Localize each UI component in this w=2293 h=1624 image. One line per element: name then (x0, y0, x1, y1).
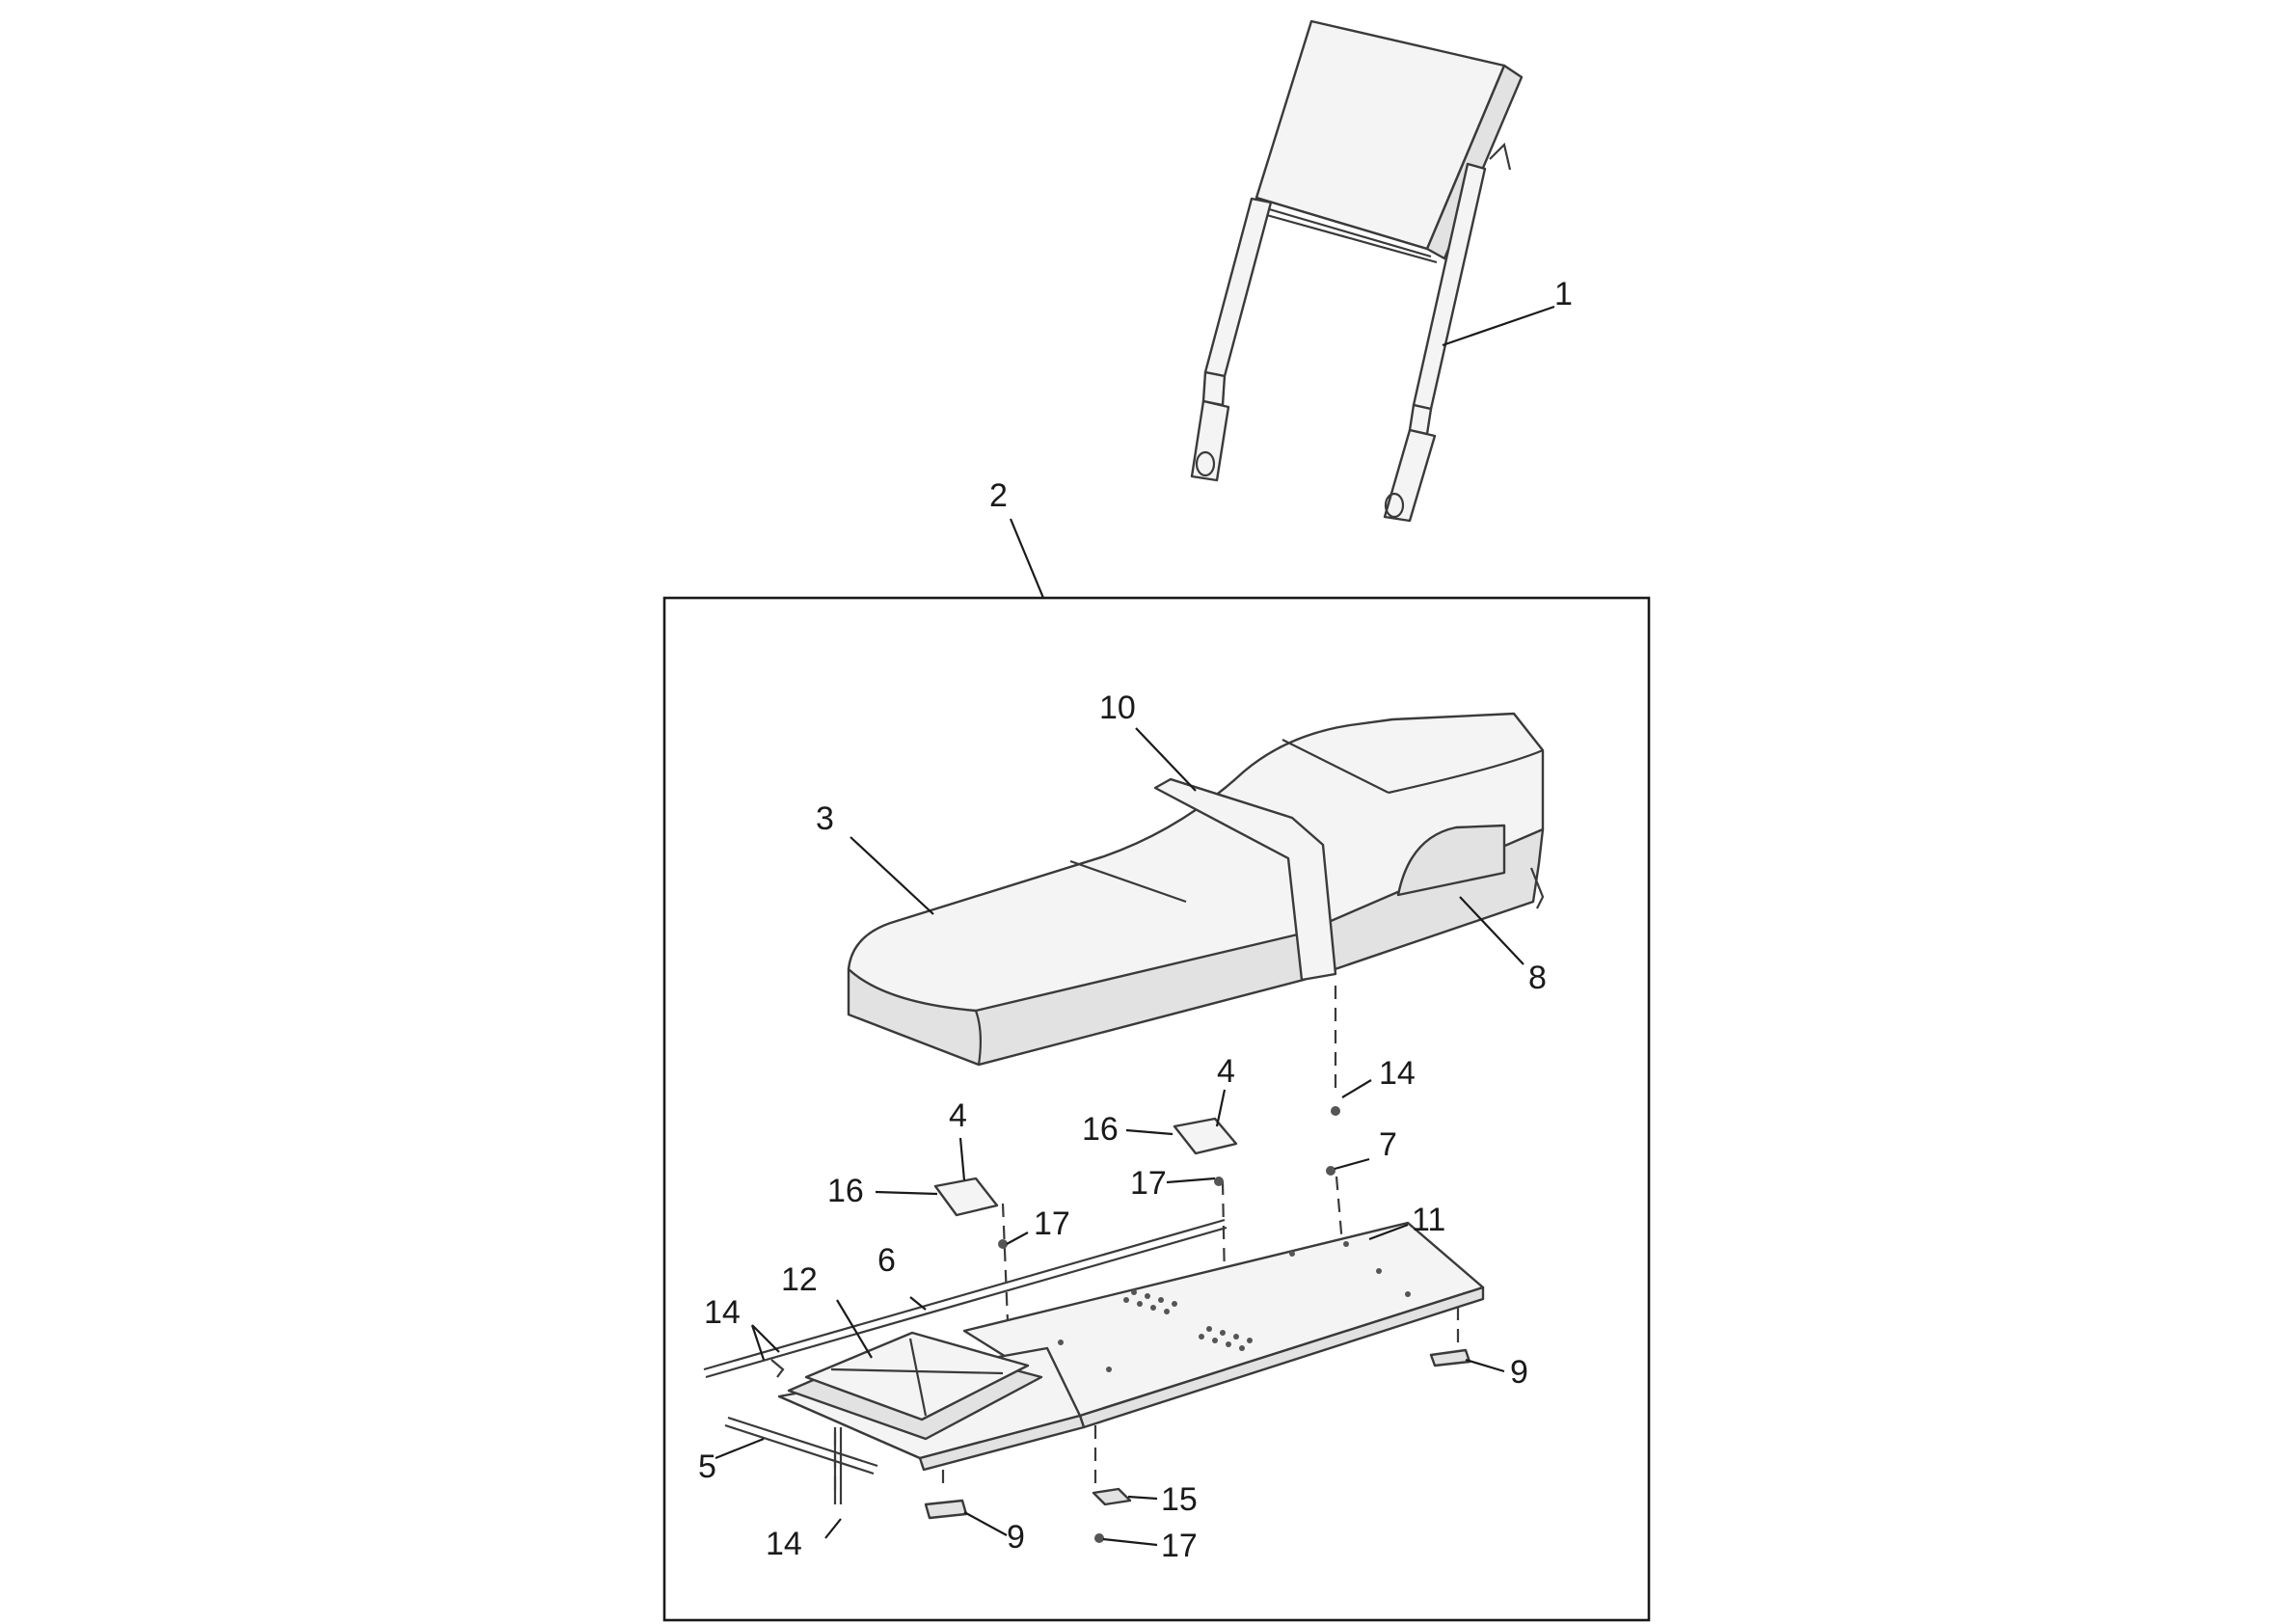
callout-14-top: 14 (1379, 1055, 1416, 1092)
leader-lines (715, 305, 1555, 1547)
clip-part-14-left (770, 1359, 785, 1378)
storage-tray-part-12 (787, 1331, 1043, 1441)
fastener-part-17-right (1214, 1177, 1224, 1186)
callout-9-bottom: 9 (1007, 1519, 1025, 1556)
rod-part-14-bottom (833, 1427, 843, 1504)
callout-1: 1 (1554, 276, 1573, 312)
fastener-part-14-top (1331, 1106, 1340, 1116)
callout-7: 7 (1379, 1126, 1397, 1163)
callout-16-left: 16 (827, 1173, 864, 1209)
callout-17-left: 17 (1034, 1205, 1070, 1242)
seat-cushion-part-3 (847, 712, 1545, 1067)
fastener-part-7 (1326, 1166, 1335, 1176)
callout-14-left: 14 (704, 1294, 741, 1331)
hinge-part-4-right (1173, 1117, 1238, 1155)
callout-4-left: 4 (949, 1097, 967, 1134)
fender-notch-part-8 (1396, 824, 1506, 897)
pad-part-9-right (1429, 1348, 1471, 1367)
backrest-part-1 (1190, 19, 1524, 523)
callout-3: 3 (816, 800, 834, 837)
bracket-part-15 (1092, 1487, 1132, 1506)
hinge-part-4-left (933, 1177, 999, 1217)
fastener-part-17-bottom (1094, 1533, 1104, 1543)
fastener-part-17-left (998, 1239, 1008, 1249)
callout-17-right: 17 (1130, 1165, 1167, 1202)
callout-labels: 1 2 3 10 8 14 7 11 4 4 16 16 17 17 6 12 … (698, 276, 1573, 1564)
rail-part-6 (703, 1218, 1227, 1379)
callout-10: 10 (1099, 690, 1136, 726)
callout-16-right: 16 (1082, 1111, 1119, 1148)
callout-17-bottom: 17 (1161, 1528, 1198, 1564)
callout-2: 2 (989, 477, 1008, 514)
callout-6: 6 (877, 1242, 896, 1279)
callout-12: 12 (781, 1261, 818, 1298)
rail-part-5 (724, 1416, 878, 1475)
assembly-2-frame (662, 596, 1651, 1622)
vent-holes-cluster (1058, 1241, 1411, 1372)
callout-9-right: 9 (1510, 1354, 1528, 1391)
pad-part-9-left (924, 1499, 968, 1520)
callout-15: 15 (1161, 1481, 1198, 1518)
callout-14-bottom: 14 (766, 1526, 802, 1562)
callout-5: 5 (698, 1448, 716, 1485)
callout-11: 11 (1412, 1202, 1445, 1238)
callout-4-right: 4 (1217, 1053, 1235, 1090)
callout-8: 8 (1528, 960, 1547, 996)
